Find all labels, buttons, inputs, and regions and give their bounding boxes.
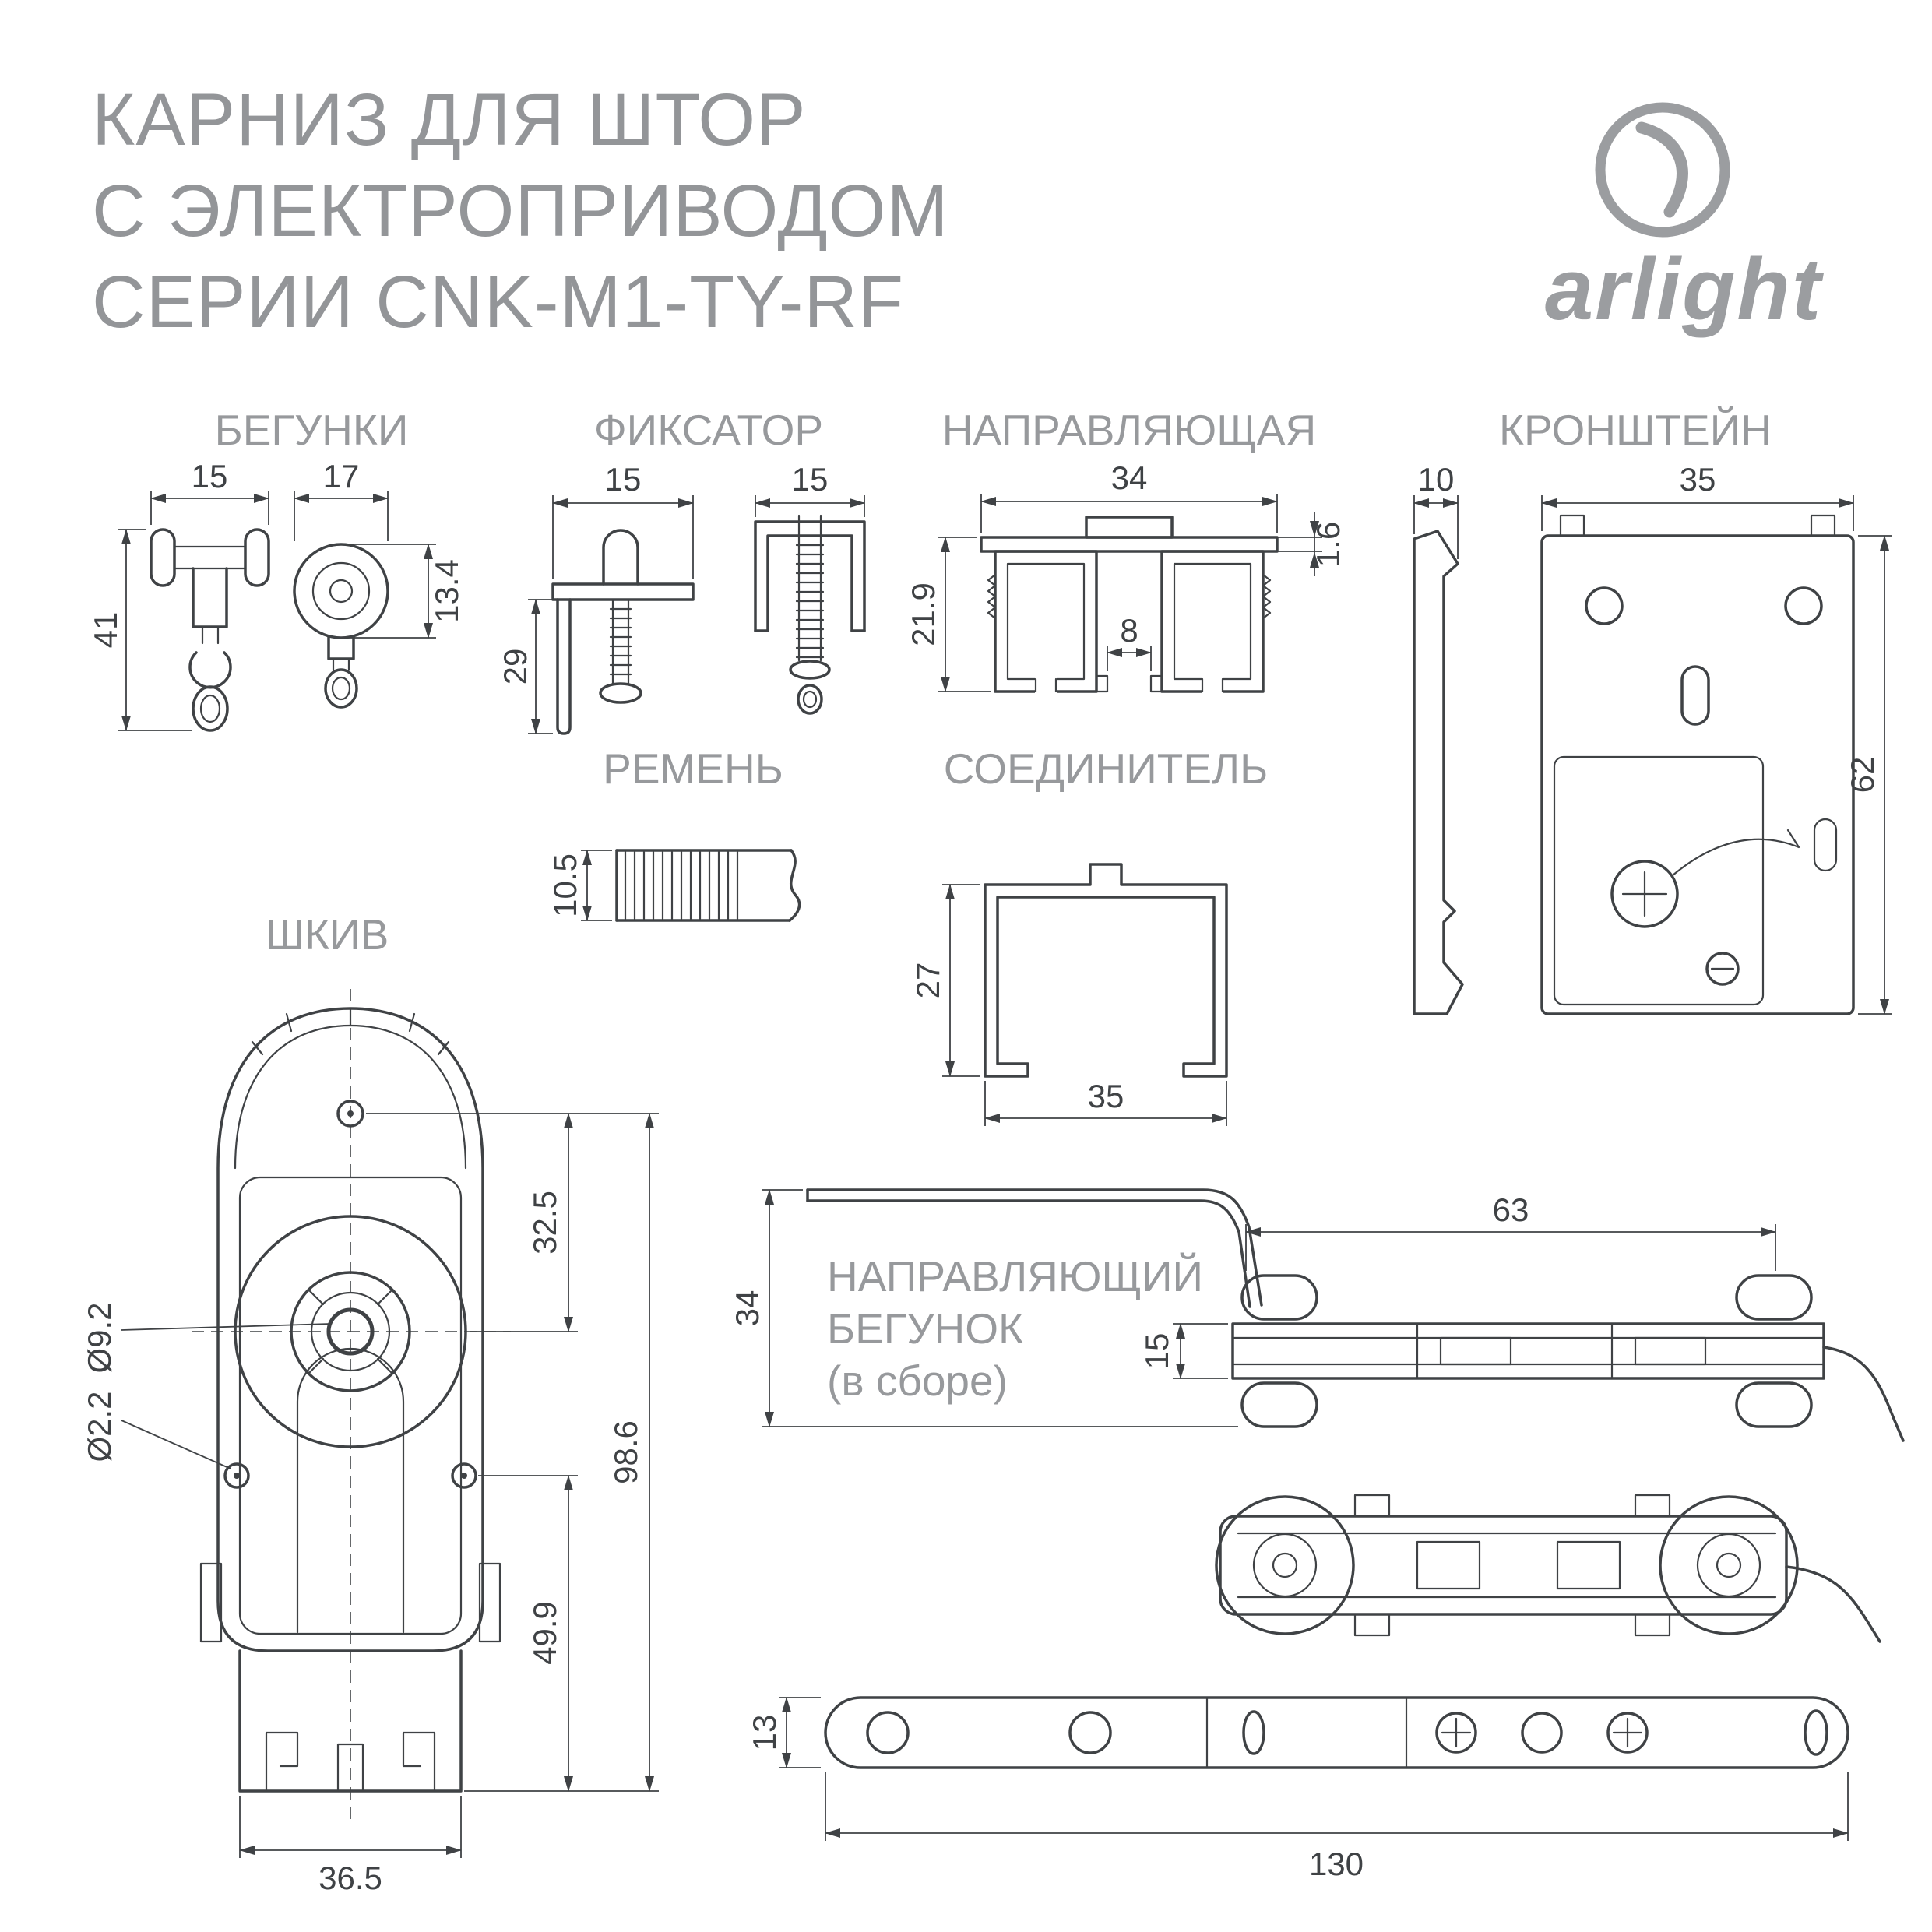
guide-side-dimensions: 63 34 15 (729, 1189, 1776, 1427)
logo-swoosh-icon (1635, 121, 1688, 218)
belt-segment (615, 849, 801, 922)
rail-dimensions: 34 1.6 21.9 8 (905, 459, 1346, 692)
fixator-view-a (551, 529, 695, 735)
guide-runner-label: НАПРАВЛЯЮЩИЙ БЕГУНОК (в сборе) (827, 1251, 1203, 1407)
dim-runner-w1: 15 (192, 458, 228, 494)
dim-runner-w2: 17 (323, 458, 360, 494)
pulley-dimensions: Ø9.2 Ø2.2 32.5 49.9 98.6 36.5 (81, 1113, 659, 1896)
dim-belt-h: 10.5 (547, 853, 583, 917)
dim-guide-length: 130 (1309, 1846, 1364, 1882)
bracket-front-view (1540, 514, 1855, 1015)
label-runners: БЕГУНКИ (214, 406, 409, 454)
dim-fixator-w1: 15 (605, 461, 642, 498)
guide-runner-drawing: 63 34 15 (729, 1188, 1905, 1882)
label-bracket: КРОНШТЕЙН (1499, 406, 1772, 454)
runners-drawing: 15 17 41 13.4 (87, 458, 465, 732)
belt-dimensions: 10.5 (547, 850, 612, 921)
page-title-line-1: КАРНИЗ ДЛЯ ШТОР (92, 79, 807, 161)
dim-bracket-front-w: 35 (1680, 461, 1716, 498)
guide-side-view (806, 1188, 1905, 1442)
runner-front-view (293, 543, 389, 709)
rail-drawing: 34 1.6 21.9 8 (905, 459, 1346, 695)
dim-bracket-side-w: 10 (1418, 461, 1455, 498)
dim-guide-body: 15 (1138, 1333, 1175, 1370)
page-title: КАРНИЗ ДЛЯ ШТОР С ЭЛЕКТРОПРИВОДОМ СЕРИИ … (92, 75, 949, 348)
label-pulley: ШКИВ (265, 910, 389, 959)
dim-pulley-a: 32.5 (526, 1191, 563, 1255)
dim-rail-w: 34 (1111, 459, 1148, 496)
fixator-view-b (754, 514, 866, 715)
dim-bracket-h: 62 (1844, 757, 1881, 794)
connector-dimensions: 27 35 (910, 884, 1227, 1126)
dim-fixator-w2: 15 (792, 461, 829, 498)
dim-rail-h: 21.9 (905, 582, 941, 646)
bracket-dimensions: 10 35 62 (1413, 461, 1892, 1015)
connector-profile (984, 863, 1228, 1078)
label-fixator: ФИКСАТОР (593, 406, 824, 454)
dim-connector-h: 27 (910, 962, 946, 999)
fixator-drawing: 15 15 29 (497, 461, 866, 735)
bracket-side-view (1413, 530, 1464, 1015)
brand-logo: arlight (1519, 86, 1861, 343)
connector-drawing: 27 35 (910, 863, 1228, 1126)
dim-pulley-b: 49.9 (526, 1601, 563, 1665)
dim-fixator-h: 29 (497, 649, 533, 685)
dim-runner-h1: 41 (87, 612, 124, 649)
dim-guide-bar: 13 (746, 1715, 783, 1751)
pulley-drawing: Ø9.2 Ø2.2 32.5 49.9 98.6 36.5 (81, 989, 659, 1896)
logo-circle-icon (1595, 102, 1730, 238)
label-belt: РЕМЕНЬ (603, 744, 783, 793)
dim-pulley-d1: Ø9.2 (81, 1302, 118, 1373)
dim-runner-h2: 13.4 (428, 559, 465, 623)
bracket-drawing: 10 35 62 (1413, 461, 1892, 1015)
label-rail: НАПРАВЛЯЮЩАЯ (941, 406, 1317, 454)
rail-profile (980, 516, 1279, 695)
dim-guide-arm: 63 (1493, 1191, 1529, 1228)
belt-drawing: 10.5 (547, 849, 801, 922)
dim-rail-t: 1.6 (1310, 522, 1346, 567)
brand-logo-text: arlight (1545, 241, 1825, 338)
dim-pulley-total: 98.6 (607, 1420, 644, 1484)
label-connector: СОЕДИНИТЕЛЬ (943, 744, 1269, 793)
runner-dimensions: 15 17 41 13.4 (87, 458, 465, 731)
brand-logo-mark: arlight (1545, 102, 1825, 338)
guide-bottom-dimensions: 13 130 (746, 1697, 1849, 1882)
dim-connector-w: 35 (1088, 1078, 1124, 1114)
guide-runner-label-line-2: БЕГУНОК (827, 1304, 1024, 1353)
guide-runner-label-line-1: НАПРАВЛЯЮЩИЙ (827, 1252, 1204, 1300)
dim-rail-slot: 8 (1120, 612, 1138, 649)
page-title-line-2: С ЭЛЕКТРОПРИВОДОМ (92, 170, 949, 252)
fixator-dimensions: 15 15 29 (497, 461, 865, 734)
runner-side-view (150, 528, 270, 732)
dim-pulley-d2: Ø2.2 (81, 1391, 118, 1462)
guide-runner-label-line-3: (в сборе) (827, 1357, 1008, 1405)
pulley-body (192, 989, 511, 1819)
dim-guide-height: 34 (729, 1290, 765, 1327)
guide-bottom-view (824, 1696, 1849, 1769)
page-title-line-3: СЕРИИ CNK-M1-TY-RF (92, 261, 905, 343)
dim-pulley-w: 36.5 (318, 1860, 382, 1896)
guide-top-view (1215, 1494, 1881, 1643)
